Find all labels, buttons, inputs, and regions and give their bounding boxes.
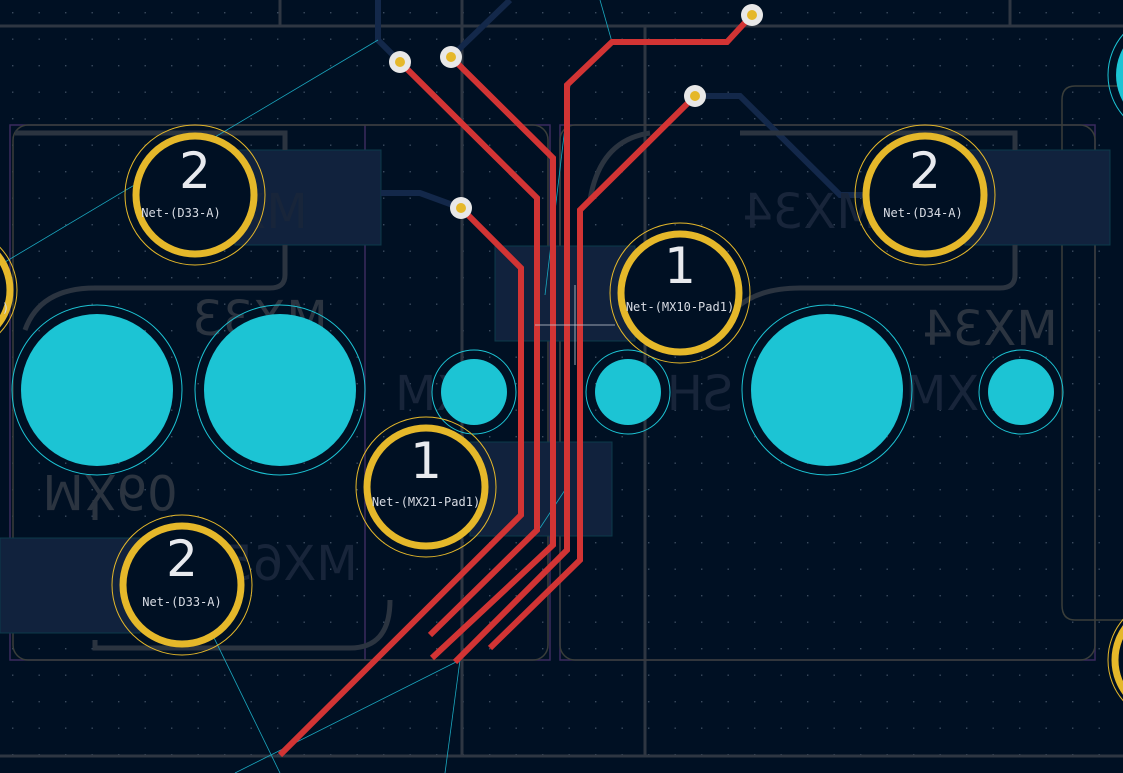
tht-pads[interactable]: ) 2 Net-(D33-A) 2 Net-(D34-A) 1 Net-(MX1… bbox=[0, 124, 1123, 722]
via bbox=[741, 4, 763, 26]
svg-text:Net-(D33-A): Net-(D33-A) bbox=[141, 206, 220, 220]
vias bbox=[389, 4, 763, 219]
svg-text:Net-(D33-A): Net-(D33-A) bbox=[142, 595, 221, 609]
svg-text:2: 2 bbox=[179, 142, 211, 200]
hole bbox=[1107, 33, 1123, 117]
via bbox=[684, 85, 706, 107]
via bbox=[389, 51, 411, 73]
svg-text:Net-(MX21-Pad1): Net-(MX21-Pad1) bbox=[372, 495, 480, 509]
svg-text:2: 2 bbox=[166, 530, 198, 588]
via bbox=[450, 197, 472, 219]
pad-partial-bottom[interactable] bbox=[1107, 598, 1123, 722]
svg-text:SH: SH bbox=[667, 366, 734, 422]
pad-d34-a[interactable]: 2 Net-(D34-A) bbox=[854, 124, 996, 266]
hole bbox=[741, 304, 913, 476]
pad-mx21-pad1[interactable]: 1 Net-(MX21-Pad1) bbox=[355, 416, 497, 558]
mounting-holes bbox=[11, 33, 1123, 476]
via bbox=[440, 46, 462, 68]
hole bbox=[11, 304, 183, 476]
front-traces bbox=[277, 12, 755, 758]
hole bbox=[585, 349, 671, 435]
hole bbox=[194, 304, 366, 476]
svg-text:2: 2 bbox=[909, 142, 941, 200]
svg-text:Net-(D34-A): Net-(D34-A) bbox=[883, 206, 962, 220]
svg-text:MX34: MX34 bbox=[922, 301, 1057, 357]
fab-outline bbox=[12, 85, 1123, 661]
svg-text:1: 1 bbox=[664, 237, 696, 295]
pad-d33-a[interactable]: 2 Net-(D33-A) bbox=[124, 124, 266, 266]
svg-text:): ) bbox=[2, 301, 9, 315]
pad-partial[interactable]: ) bbox=[0, 228, 18, 352]
svg-text:MX: MX bbox=[905, 366, 979, 422]
svg-text:MX60: MX60 bbox=[42, 463, 177, 519]
pad-mx10-pad1[interactable]: 1 Net-(MX10-Pad1) bbox=[609, 222, 751, 364]
cursor-crosshair bbox=[535, 285, 615, 365]
hole bbox=[978, 349, 1064, 435]
svg-text:1: 1 bbox=[410, 432, 442, 490]
hole bbox=[431, 349, 517, 435]
pad-d33-a-2[interactable]: 2 Net-(D33-A) bbox=[111, 514, 253, 656]
svg-text:Net-(MX10-Pad1): Net-(MX10-Pad1) bbox=[626, 300, 734, 314]
svg-text:MX65: MX65 bbox=[222, 536, 357, 592]
